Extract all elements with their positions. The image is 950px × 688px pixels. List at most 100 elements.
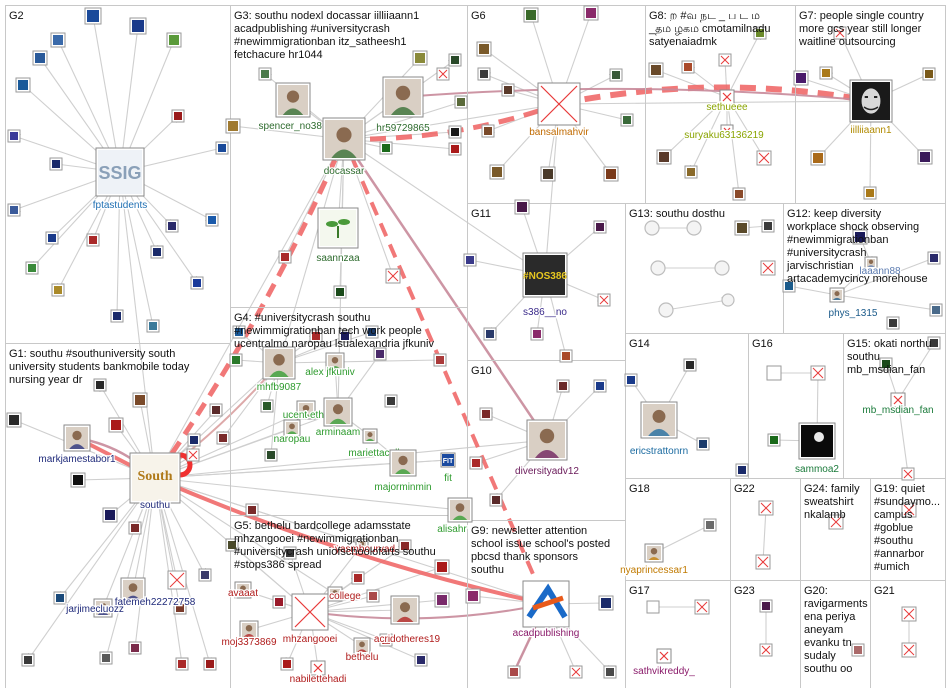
missing-image-icon [758,500,774,516]
group-label-g14: G14 [629,338,650,350]
node-avatar [175,657,189,671]
node-majorminmin[interactable]: majorminmin [373,449,433,494]
node-avatar [86,233,100,247]
avatar-icon [447,497,473,523]
node-saannzaa[interactable]: saannzaa [315,207,361,265]
node-avaaat[interactable]: avaaat [227,581,259,600]
avatar-icon [353,637,371,655]
strong-edge [558,84,875,107]
node-mariettacoll[interactable]: mariettacoll [347,428,401,460]
node-label: alisahr [437,524,467,535]
node-avatar [463,253,477,267]
node-naropau[interactable]: naropau [272,419,312,446]
avatar-icon [262,346,296,380]
node-label: moj3373869 [221,637,276,648]
node-avatar [810,150,826,166]
missing-image-icon [569,665,583,679]
node-spencer-no386[interactable]: spencer_no386 [257,82,329,133]
node-markjamestabor1[interactable]: markjamestabor1 [37,424,117,466]
node-avatar [351,571,365,585]
node-avatar [583,5,599,21]
node-avatar [412,50,428,66]
group-label-g18: G18 [629,483,650,495]
node-ericstrattonrn[interactable]: ericstrattonrn [629,401,689,458]
node-moj3373869[interactable]: moj3373869 [220,620,278,649]
node-sammoa2[interactable]: sammoa2 [794,422,841,476]
node-arminaam[interactable]: arminaam [315,397,361,439]
missing-image-icon [597,293,611,307]
acad-logo-icon [522,580,570,628]
node-suryaku63136219[interactable]: suryaku63136219 [683,124,765,142]
node-avatar [530,327,544,341]
node-phys-1315[interactable]: phys_1315 [827,287,879,320]
node-label: mhzangooei [283,634,337,645]
node-avatar [173,601,187,615]
node-nabilettehadi[interactable]: nabilettehadi [288,660,348,686]
edge [726,31,761,98]
node-yasmbourvad[interactable]: yasmbourvad [334,538,396,556]
node-hr59729865[interactable]: hr59729865 [375,76,431,135]
node-avatar [917,149,933,165]
node-avatar [128,521,142,535]
node-college[interactable]: college [327,586,363,603]
node-avatar [110,309,124,323]
node-iilliiaann1[interactable]: iilliiaann1 [849,79,893,137]
node-mb-msdian-fan[interactable]: mb_msdian_fan [861,392,935,417]
edge [835,257,935,297]
avatar-icon [829,287,845,303]
node-alisahr[interactable]: alisahr [436,497,473,536]
strong-edge [154,476,550,609]
avatar-icon [239,620,259,640]
missing-image-icon [810,365,826,381]
node-avatar [232,325,246,339]
node-bethelu[interactable]: bethelu [344,637,380,664]
moon-image-icon [798,422,836,460]
node-avatar [53,591,67,605]
node-nyaprincessar1[interactable]: nyaprincessar1 [619,543,690,577]
node-jarjimecluozz[interactable]: jarjimecluozz [64,598,125,618]
node-avatar [205,213,219,227]
missing-image-icon [291,593,329,631]
node-label: docassar [324,166,365,177]
node-fatemeh22272758[interactable]: fatemeh22272758 [113,577,197,609]
node-avatar [309,329,323,343]
node-avatar [190,276,204,290]
node-avatar [373,347,387,361]
node-acadpublishing[interactable]: acadpublishing [511,580,581,640]
node-avatar [434,559,450,575]
node-avatar [782,279,796,293]
group-label-g16: G16 [752,338,773,350]
group-label-g6: G6 [471,10,486,22]
missing-image-icon [828,514,844,530]
node-acridotheres19[interactable]: acridotheres19 [373,595,442,646]
node-alex-jfkuniv[interactable]: alex jfkuniv [304,352,356,379]
node-avatar [433,353,447,367]
missing-image-icon [756,150,772,166]
node-label: diversityadv12 [515,466,579,477]
group-label-g23: G23 [734,585,755,597]
avatar-icon [325,352,345,372]
node-avatar [732,187,746,201]
node-label: fatemeh22272758 [115,597,196,608]
node-laaann88[interactable]: laaann88 [858,256,902,278]
node-label: acridotheres19 [374,634,441,645]
node-avatar [624,373,638,387]
node-docassar[interactable]: docassar [322,117,366,178]
node-sathvikreddy-[interactable]: sathvikreddy_ [632,648,697,678]
node-diversityadv12[interactable]: diversityadv12 [514,419,581,478]
node-mhzangooei[interactable]: mhzangooei [282,593,338,646]
edge [689,96,728,174]
node-bansalmahvir[interactable]: bansalmahvir [528,82,591,139]
edge [90,14,121,173]
missing-image-icon [186,448,200,462]
node-mhfb9087[interactable]: mhfb9087 [256,346,303,394]
node-avatar [99,651,113,665]
node-avatar [264,448,278,462]
node-sethueee[interactable]: sethueee [705,89,749,114]
missing-image-icon [167,570,187,590]
